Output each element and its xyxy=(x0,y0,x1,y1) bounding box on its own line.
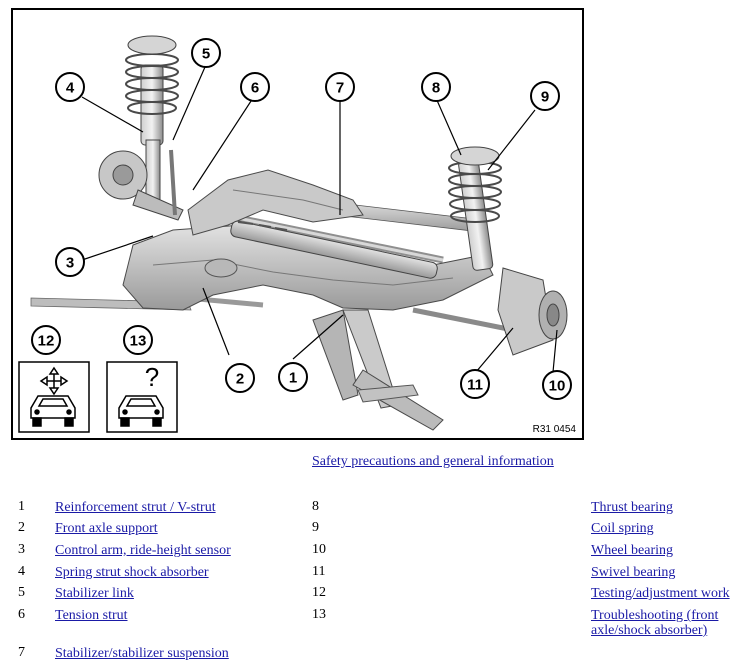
callout-label: 12 xyxy=(38,333,55,350)
legend-number: 8 xyxy=(312,499,319,514)
legend-number: 11 xyxy=(312,564,326,579)
legend-link-3[interactable]: Control arm, ride-height sensor xyxy=(55,543,231,558)
car-icon xyxy=(30,395,76,427)
legend-link-8[interactable]: Thrust bearing xyxy=(591,500,674,515)
legend-link-12[interactable]: Testing/adjustment work xyxy=(591,586,730,601)
legend-number: 9 xyxy=(312,520,319,535)
callout-label: 9 xyxy=(541,89,549,106)
car-icon xyxy=(118,395,164,427)
legend-link-7[interactable]: Stabilizer/stabilizer suspension xyxy=(55,646,229,661)
callout-1: 1 xyxy=(278,362,308,392)
callout-label: 3 xyxy=(66,255,74,272)
legend-link-6[interactable]: Tension strut xyxy=(55,608,128,623)
legend-link-4[interactable]: Spring strut shock absorber xyxy=(55,565,209,580)
callout-12: 12 xyxy=(31,325,61,355)
callout-11: 11 xyxy=(460,369,490,399)
callout-label: 5 xyxy=(202,46,210,63)
callout-3: 3 xyxy=(55,247,85,277)
callout-label: 7 xyxy=(336,80,344,97)
callout-label: 10 xyxy=(549,378,566,395)
legend-number: 3 xyxy=(18,542,25,557)
callout-5: 5 xyxy=(191,38,221,68)
legend-number: 1 xyxy=(18,499,25,514)
legend-link-2[interactable]: Front axle support xyxy=(55,521,158,536)
legend-number: 12 xyxy=(312,585,326,600)
legend-link-9[interactable]: Coil spring xyxy=(591,521,654,536)
legend-number: 7 xyxy=(18,645,25,660)
legend-number: 6 xyxy=(18,607,25,622)
callout-4: 4 xyxy=(55,72,85,102)
callout-13: 13 xyxy=(123,325,153,355)
figure-reference-code: R31 0454 xyxy=(530,424,578,435)
legend-link-11[interactable]: Swivel bearing xyxy=(591,565,676,580)
adjustment-arrows-icon xyxy=(39,366,69,396)
legend-link-5[interactable]: Stabilizer link xyxy=(55,586,134,601)
callout-label: 6 xyxy=(251,80,259,97)
callout-label: 2 xyxy=(236,371,244,388)
callout-label: 4 xyxy=(66,80,75,97)
legend-number: 10 xyxy=(312,542,326,557)
safety-precautions-link[interactable]: Safety precautions and general informati… xyxy=(312,454,554,469)
callout-2: 2 xyxy=(225,363,255,393)
legend-number: 2 xyxy=(18,520,25,535)
legend-number: 5 xyxy=(18,585,25,600)
legend-link-13[interactable]: Troubleshooting (front axle/shock absorb… xyxy=(591,608,719,638)
callout-10: 10 xyxy=(542,370,572,400)
callout-7: 7 xyxy=(325,72,355,102)
callout-label: 8 xyxy=(432,80,440,97)
callout-6: 6 xyxy=(240,72,270,102)
callout-9: 9 xyxy=(530,81,560,111)
callout-label: 13 xyxy=(130,333,147,350)
legend-number: 4 xyxy=(18,564,25,579)
callout-label: 1 xyxy=(289,370,297,387)
legend-link-1[interactable]: Reinforcement strut / V-strut xyxy=(55,500,216,515)
callout-label: 11 xyxy=(467,377,483,394)
question-mark-icon: ? xyxy=(145,362,159,392)
legend-number: 13 xyxy=(312,607,326,622)
callout-8: 8 xyxy=(421,72,451,102)
legend-link-10[interactable]: Wheel bearing xyxy=(591,543,674,558)
